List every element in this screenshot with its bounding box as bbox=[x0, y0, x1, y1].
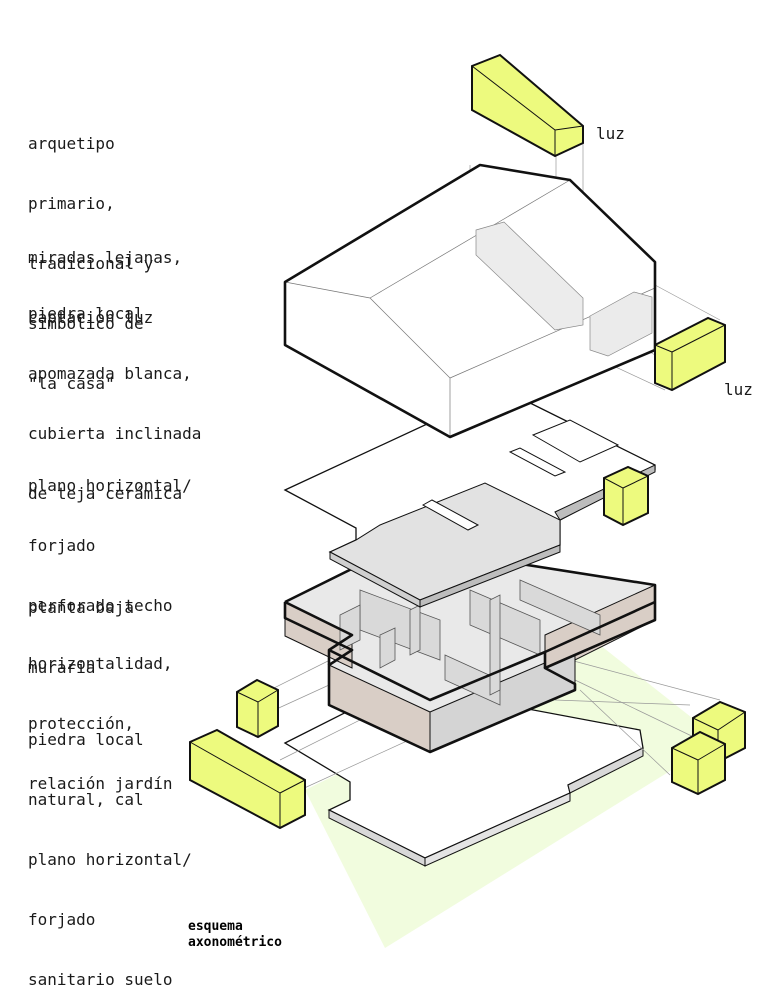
note-arquetipo: arquetipo primario, tradicional y simból… bbox=[28, 134, 154, 393]
house-volume bbox=[283, 163, 657, 439]
light-box-slab bbox=[603, 465, 649, 527]
note-forjado-techo: plano horizontal/ forjado perforado tech… bbox=[28, 476, 192, 615]
diagram-caption: esquema axonométrico bbox=[188, 919, 282, 950]
luz-right-volume bbox=[654, 316, 726, 392]
ground-slab bbox=[283, 684, 644, 867]
luz-top-volume bbox=[471, 53, 584, 158]
light-volumes bbox=[189, 53, 746, 830]
light-box-left-large bbox=[189, 728, 306, 830]
note-planta-baja: planta baja muraria bbox=[28, 598, 134, 677]
note-piedra-apomazada: piedra local apomazada blanca, cubierta … bbox=[28, 304, 202, 503]
light-box-left-small bbox=[236, 678, 279, 739]
ground-floor-walls bbox=[283, 543, 657, 754]
note-miradas: miradas lejanas, captación luz bbox=[28, 248, 183, 327]
note-piedra-natural: piedra local natural, cal bbox=[28, 730, 144, 809]
label-luz-right: luz bbox=[724, 380, 753, 399]
light-box-right-stack bbox=[671, 700, 746, 796]
note-horizontalidad: horizontalidad, protección, relación jar… bbox=[28, 654, 173, 793]
label-luz-top: luz bbox=[596, 124, 625, 143]
note-forjado-suelo: plano horizontal/ forjado sanitario suel… bbox=[28, 850, 192, 989]
